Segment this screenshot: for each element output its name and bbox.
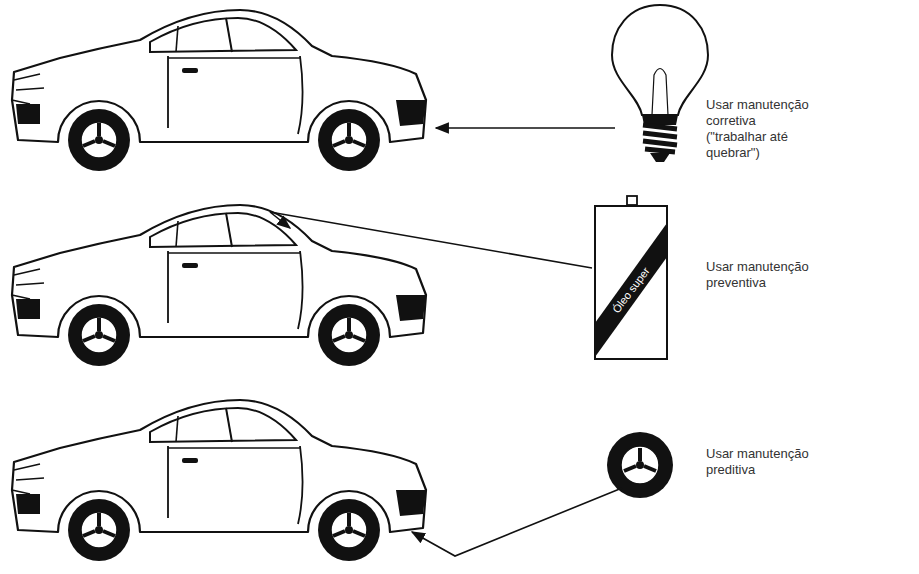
can-cap bbox=[627, 196, 637, 205]
car-illustration bbox=[12, 10, 426, 171]
leader-arrow bbox=[436, 127, 615, 129]
car-illustration bbox=[12, 400, 426, 561]
oil-can: Óleo super bbox=[594, 205, 668, 360]
tire bbox=[607, 432, 673, 498]
light-bulb bbox=[612, 5, 708, 162]
maintenance-label: Usar manutenção corretiva ("trabalhar at… bbox=[706, 97, 818, 161]
leader-arrow bbox=[412, 488, 622, 556]
maintenance-label: Usar manutenção preditiva bbox=[706, 446, 818, 478]
car-illustration bbox=[12, 205, 426, 366]
maintenance-label: Usar manutenção preventiva bbox=[706, 259, 818, 291]
leader-arrow bbox=[270, 212, 592, 268]
